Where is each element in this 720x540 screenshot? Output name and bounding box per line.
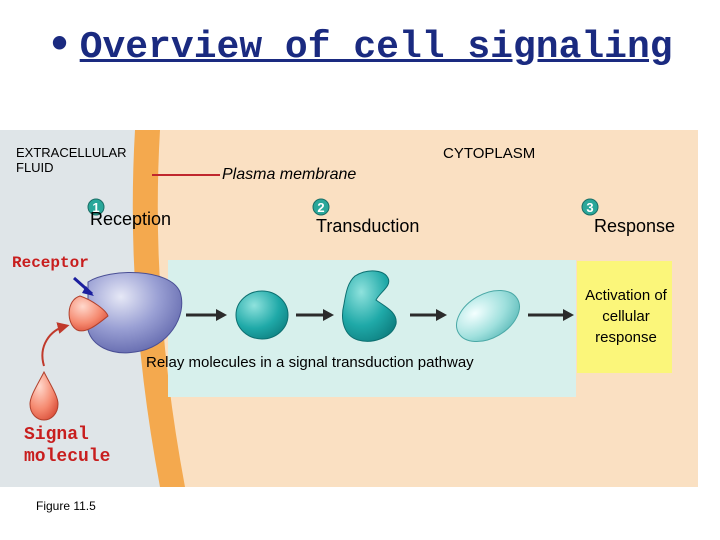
relay-label: Relay molecules in a signal transduction… — [146, 354, 474, 371]
title-text: Overview of cell signaling — [79, 26, 673, 69]
receptor-pointer-arrowhead — [82, 286, 94, 296]
receptor-protein — [87, 272, 183, 354]
slide-title: •Overview of cell signaling — [0, 22, 720, 69]
cytoplasm-label: CYTOPLASM — [443, 145, 536, 162]
pathway-arrowhead-4 — [563, 309, 574, 321]
signal-molecule-label: Signal molecule — [24, 425, 111, 467]
activation-label: Activation of cellular response — [585, 287, 667, 346]
plasma-membrane-label: Plasma membrane — [222, 166, 357, 183]
extracellular-label: EXTRACELLULAR FLUID — [16, 145, 127, 175]
pathway-arrowhead-2 — [323, 309, 334, 321]
step-number-1: 1 — [92, 200, 99, 215]
figure-label: Figure 11.5 — [36, 499, 96, 513]
relay-molecule-1 — [235, 290, 289, 340]
relay-molecule-3 — [456, 289, 520, 343]
bound-ligand — [68, 295, 109, 332]
binding-arrow — [41, 322, 70, 367]
step-badge-2 — [312, 198, 330, 216]
step-badge-3 — [581, 198, 599, 216]
bullet-icon: • — [47, 22, 72, 66]
step-label-transduction: Transduction — [316, 216, 420, 236]
response-box — [577, 261, 672, 373]
signal-molecule-drop — [29, 370, 59, 421]
step-label-reception: Reception — [90, 209, 172, 229]
step-number-3: 3 — [586, 200, 593, 215]
step-number-2: 2 — [317, 200, 324, 215]
step-label-response: Response — [594, 216, 676, 236]
relay-molecule-2 — [342, 270, 397, 342]
pathway-arrowhead-1 — [216, 309, 227, 321]
receptor-label: Receptor — [12, 254, 89, 272]
pathway-arrowhead-3 — [436, 309, 447, 321]
step-badge-1 — [87, 198, 105, 216]
